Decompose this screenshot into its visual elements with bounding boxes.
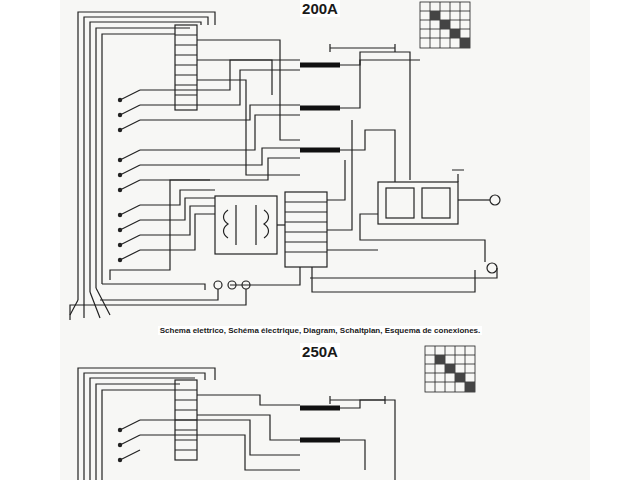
rating-label: 250A bbox=[300, 343, 340, 360]
rating-label: 200A bbox=[300, 0, 340, 17]
diagram-caption: Schema elettrico, Schéma électrique, Dia… bbox=[158, 326, 483, 335]
